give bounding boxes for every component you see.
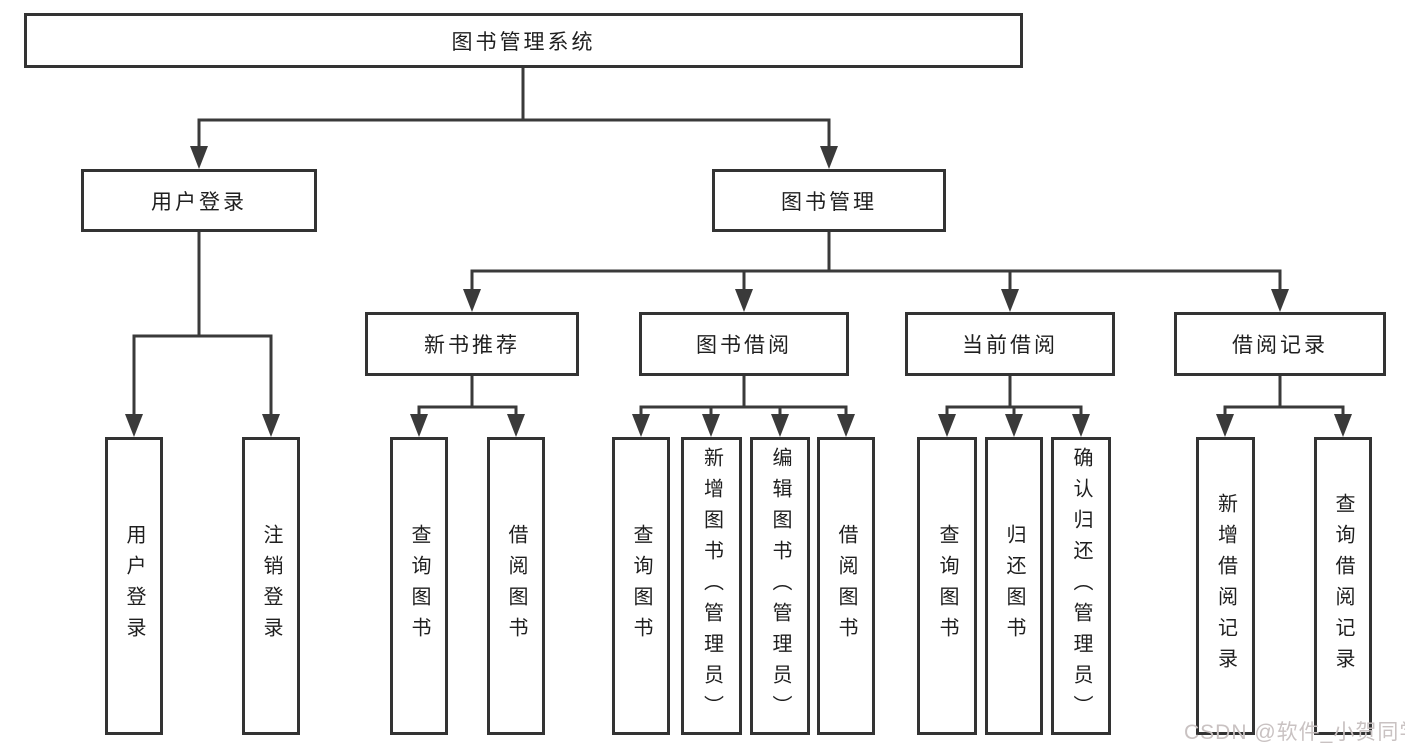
node-borrow-books-1: 借阅图书 <box>487 437 545 735</box>
node-borrow-books-2: 借阅图书 <box>817 437 875 735</box>
node-query-books-3: 查询图书 <box>917 437 977 735</box>
node-borrow-records-label: 借阅记录 <box>1232 334 1328 357</box>
node-confirm-return-admin-label: 确认归还（管理员） <box>1070 446 1092 726</box>
node-query-borrow-record: 查询借阅记录 <box>1314 437 1372 735</box>
node-return-books-label: 归还图书 <box>1003 524 1025 648</box>
node-user-login-leaf-label: 用户登录 <box>123 524 145 648</box>
node-edit-books-admin: 编辑图书（管理员） <box>750 437 810 735</box>
node-borrow-records: 借阅记录 <box>1174 312 1386 376</box>
node-root: 图书管理系统 <box>24 13 1023 68</box>
node-book-management: 图书管理 <box>712 169 946 232</box>
node-user-login-leaf: 用户登录 <box>105 437 163 735</box>
node-current-borrowing-label: 当前借阅 <box>962 334 1058 357</box>
node-add-books-admin: 新增图书（管理员） <box>681 437 742 735</box>
node-edit-books-admin-label: 编辑图书（管理员） <box>769 446 791 726</box>
node-add-borrow-record-label: 新增借阅记录 <box>1214 493 1237 679</box>
node-return-books: 归还图书 <box>985 437 1043 735</box>
node-query-books-2: 查询图书 <box>612 437 670 735</box>
node-book-borrowing: 图书借阅 <box>639 312 849 376</box>
node-book-borrowing-label: 图书借阅 <box>696 334 792 357</box>
node-book-management-label: 图书管理 <box>781 190 877 214</box>
node-borrow-books-2-label: 借阅图书 <box>835 524 857 648</box>
node-logout-leaf-label: 注销登录 <box>260 524 282 648</box>
node-query-books-2-label: 查询图书 <box>630 524 652 648</box>
node-query-books-1: 查询图书 <box>390 437 448 735</box>
node-borrow-books-1-label: 借阅图书 <box>505 524 527 648</box>
node-new-book-recommendation: 新书推荐 <box>365 312 579 376</box>
node-current-borrowing: 当前借阅 <box>905 312 1115 376</box>
node-new-book-recommendation-label: 新书推荐 <box>424 334 520 357</box>
node-query-books-3-label: 查询图书 <box>936 524 958 648</box>
node-logout-leaf: 注销登录 <box>242 437 300 735</box>
node-add-books-admin-label: 新增图书（管理员） <box>700 446 723 726</box>
node-user-login-label: 用户登录 <box>151 190 247 214</box>
node-user-login: 用户登录 <box>81 169 317 232</box>
csdn-watermark: CSDN @软件_小贺同学 <box>1184 721 1405 744</box>
arrowheads <box>125 146 1352 437</box>
node-root-label: 图书管理系统 <box>451 30 596 54</box>
node-query-borrow-record-label: 查询借阅记录 <box>1332 493 1354 679</box>
node-confirm-return-admin: 确认归还（管理员） <box>1051 437 1111 735</box>
node-add-borrow-record: 新增借阅记录 <box>1196 437 1255 735</box>
node-query-books-1-label: 查询图书 <box>408 524 430 648</box>
